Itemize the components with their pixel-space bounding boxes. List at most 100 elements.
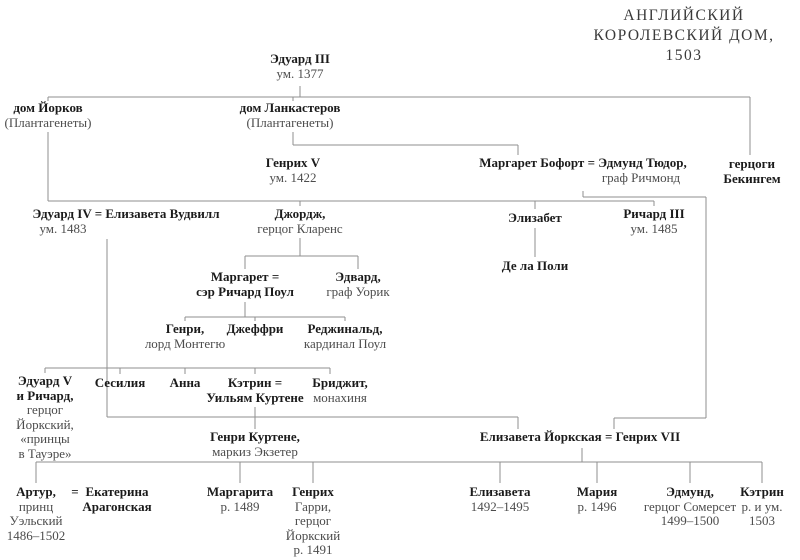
person-house-york: дом Йорков(Плантагенеты) — [4, 100, 92, 130]
person-catherine-courtenay: Кэтрин =Уильям Куртене — [206, 375, 304, 405]
person-cecily: Сесилия — [95, 375, 146, 391]
person-edward-warwick: Эдвард,граф Уорик — [326, 269, 390, 299]
person-edward-v-and-richard-text: «принцы — [20, 431, 70, 446]
page-title-line: АНГЛИЙСКИЙ — [623, 7, 745, 24]
person-geoffrey-pole: Джеффри — [226, 321, 284, 337]
person-elizabeth: Элизабет — [508, 210, 562, 226]
person-henry-v-text: ум. 1422 — [269, 169, 317, 185]
person-edward-iv-woodville-text: Эдуард IV = Елизавета Вудвилл — [32, 206, 220, 221]
person-henry-courtenay-text: Генри Куртене, — [210, 429, 300, 444]
person-catherine-courtenay-text: Кэтрин = — [227, 375, 283, 390]
person-de-la-pole: Де ла Поли — [501, 258, 569, 274]
person-george-clarence-text: Джордж, — [274, 206, 326, 221]
person-mary-tudor-text: р. 1496 — [577, 498, 617, 514]
person-henry-montague-text: Генри, — [165, 321, 205, 336]
person-beaufort-tudor: Маргарет Бофорт = Эдмунд Тюдор,граф Ричм… — [479, 155, 687, 185]
person-henry-courtenay-text: маркиз Экзетер — [212, 443, 298, 459]
person-arthur-marriage-sign: = — [71, 484, 79, 500]
person-henry-v-text: Генрих V — [265, 155, 321, 170]
person-edward-warwick-text: Эдвард, — [335, 269, 381, 284]
person-anne: Анна — [169, 375, 201, 391]
person-edward-v-and-richard-text: и Ричард, — [16, 387, 74, 403]
person-george-clarence-text: герцог Кларенс — [257, 220, 343, 236]
person-katherine-tudor-text: 1503 — [748, 513, 775, 528]
person-edward-v-and-richard-text: Йоркский, — [16, 416, 74, 432]
person-edmund-somerset-text: Эдмунд, — [666, 484, 714, 499]
person-elizabeth-tudor-text: Елизавета — [469, 484, 531, 499]
person-beaufort-tudor-text: Маргарет Бофорт = Эдмунд Тюдор, — [479, 155, 687, 170]
person-catherine-courtenay-text: Уильям Куртене — [206, 389, 304, 405]
person-arthur-text: Уэльский — [9, 513, 63, 528]
person-arthur-text: принц — [18, 498, 54, 514]
person-edmund-somerset-text: герцог Сомерсет — [643, 498, 737, 514]
person-house-york-text: (Плантагенеты) — [4, 114, 92, 130]
person-richard-iii-text: ум. 1485 — [630, 220, 678, 236]
person-edmund-somerset-text: 1499–1500 — [660, 513, 720, 528]
person-catherine-aragon-text: Арагонская — [82, 498, 152, 514]
person-mary-tudor-text: Мария — [576, 484, 618, 499]
person-richard-iii-text: Ричард III — [623, 206, 685, 221]
person-margaret-tudor-text: Маргарита — [206, 484, 274, 499]
person-henry-montague-text: лорд Монтегю — [144, 335, 226, 351]
person-margaret-pole-text: Маргарет = — [210, 269, 280, 284]
person-katherine-tudor-text: Кэтрин — [740, 484, 784, 499]
person-margaret-tudor-text: р. 1489 — [220, 498, 260, 514]
person-henry-montague: Генри,лорд Монтегю — [144, 321, 226, 351]
person-house-york-text: дом Йорков — [13, 100, 83, 115]
page-title-line: 1503 — [665, 46, 703, 64]
person-bridget-text: Бриджит, — [312, 375, 368, 390]
person-bridget-text: монахиня — [313, 389, 367, 405]
person-henry-duke-of-york-text: Йоркский — [285, 527, 341, 543]
person-anne-text: Анна — [169, 375, 201, 390]
person-dukes-buckingham-text: Бекингем — [723, 170, 781, 186]
person-henry-duke-of-york-text: Гарри, — [294, 498, 332, 514]
person-reginald-pole: Реджинальд,кардинал Поул — [303, 321, 387, 351]
person-edward-iv-woodville-text: ум. 1483 — [39, 220, 87, 236]
person-henry-courtenay: Генри Куртене,маркиз Экзетер — [210, 429, 300, 459]
person-margaret-pole: Маргарет =сэр Ричард Поул — [196, 269, 294, 299]
person-catherine-aragon-text: Екатерина — [85, 484, 149, 499]
person-arthur-marriage-sign-text: = — [71, 484, 79, 499]
page-title: АНГЛИЙСКИЙ КОРОЛЕВСКИЙ ДОМ, 1503 — [574, 6, 794, 65]
person-bridget: Бриджит,монахиня — [312, 375, 368, 405]
person-edward-warwick-text: граф Уорик — [326, 283, 390, 299]
person-henry-duke-of-york-text: Генрих — [292, 484, 334, 499]
person-de-la-pole-text: Де ла Поли — [501, 258, 569, 273]
person-katherine-tudor-text: р. и ум. — [741, 498, 783, 514]
person-house-lancaster: дом Ланкастеров(Плантагенеты) — [239, 100, 341, 130]
person-house-lancaster-text: дом Ланкастеров — [239, 100, 341, 115]
person-arthur-text: 1486–1502 — [6, 527, 66, 543]
person-beaufort-tudor-text: граф Ричмонд — [601, 169, 681, 185]
person-margaret-pole-text: сэр Ричард Поул — [196, 283, 294, 299]
person-henry-duke-of-york-text: р. 1491 — [293, 542, 333, 557]
person-edward-iii-text: ум. 1377 — [276, 65, 324, 81]
person-edward-iii-text: Эдуард III — [270, 51, 330, 66]
person-edward-v-and-richard-text: герцог — [26, 402, 64, 417]
person-elizabeth-text: Элизабет — [508, 210, 562, 225]
person-dukes-buckingham-text: герцоги — [728, 156, 776, 171]
person-george-clarence: Джордж,герцог Кларенс — [257, 206, 343, 236]
person-geoffrey-pole-text: Джеффри — [226, 321, 284, 336]
person-reginald-pole-text: кардинал Поул — [303, 335, 387, 351]
person-arthur-text: Артур, — [16, 484, 56, 499]
person-edward-v-and-richard-text: Эдуард V — [17, 373, 73, 388]
person-edward-v-and-richard-text: в Тауэре» — [18, 445, 72, 461]
person-elizabeth-york-henry-vii: Елизавета Йоркская = Генрих VII — [479, 429, 681, 445]
person-elizabeth-tudor-text: 1492–1495 — [470, 498, 530, 514]
person-elizabeth-york-henry-vii-text: Елизавета Йоркская = Генрих VII — [479, 429, 681, 444]
person-henry-duke-of-york-text: герцог — [294, 513, 332, 528]
